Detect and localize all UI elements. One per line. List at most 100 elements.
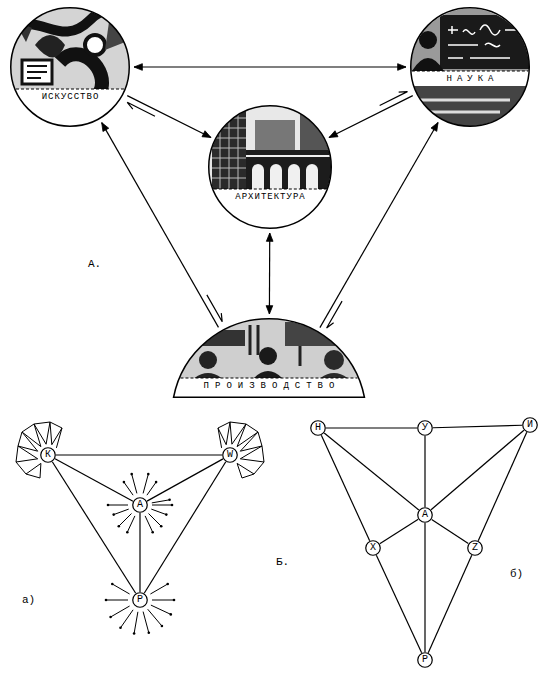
vertex-circle: Х: [365, 540, 381, 556]
connector-line: [320, 122, 438, 327]
connector: [147, 459, 223, 501]
field-circle: АРХИТЕКТУРА: [208, 105, 332, 229]
vertex-letter: Р: [137, 594, 143, 606]
arrow-head: [102, 123, 109, 132]
connector: [102, 123, 223, 328]
outline-circle: [366, 541, 381, 556]
harpoon-arrow: [207, 295, 222, 322]
connector: [432, 519, 469, 543]
vertex-circle: W: [222, 447, 238, 463]
connector: [266, 233, 273, 314]
figure-label: Б.: [276, 556, 289, 569]
connector-line: [326, 427, 417, 428]
connector: [425, 436, 426, 507]
vertex-circle: Н: [310, 420, 326, 436]
harpoon-arrow: [127, 102, 155, 116]
vertex-letter: А: [137, 499, 143, 511]
band-line: [214, 189, 326, 190]
vertex-letter: А: [422, 509, 428, 521]
ray-dots: [105, 473, 176, 635]
connector-line: [56, 454, 222, 455]
connector: [127, 96, 211, 138]
connector-line: [428, 555, 471, 652]
field-label: НАУКА: [441, 74, 498, 84]
field-label: АРХИТЕКТУРА: [234, 192, 305, 202]
arrow-head: [134, 64, 142, 71]
connector: [144, 462, 226, 593]
radiating-lines: [106, 474, 174, 633]
outline-circle: [411, 8, 530, 127]
vertex-circle: У: [417, 420, 433, 436]
connector-line: [424, 436, 425, 507]
outline-circle: [418, 653, 433, 668]
field-label: ПРОИЗВОДСТВО: [198, 381, 341, 391]
connector: [55, 459, 133, 501]
field-circle: НАУКА: [410, 7, 530, 127]
vertex-letter: И: [527, 419, 533, 431]
connector-line: [102, 123, 219, 328]
harpoon-arrow: [327, 301, 342, 328]
vertex-circle: И: [522, 417, 538, 433]
figure-label: б): [510, 568, 523, 581]
outline-circle: [133, 593, 148, 608]
outline-circle: [209, 106, 332, 229]
vertex-circle: А: [417, 507, 433, 523]
outline-circle: [418, 421, 433, 436]
outline-circle: [11, 8, 130, 127]
vertex-letter: К: [45, 449, 51, 461]
connector: [431, 430, 524, 510]
connector-line: [52, 462, 135, 593]
vertex-circle: Р: [132, 592, 148, 608]
connector: [320, 122, 438, 328]
connector-line: [127, 96, 211, 138]
arrow-head: [266, 306, 273, 314]
connector-line: [134, 66, 406, 67]
outline-circle: [223, 448, 238, 463]
connector-line: [433, 425, 522, 428]
outline-dome: [174, 319, 365, 398]
vertex-letter: W: [227, 449, 233, 461]
field-outline: [410, 7, 530, 127]
connector-line: [424, 523, 425, 652]
facet-cluster: [16, 422, 264, 478]
science-photo: [405, 0, 540, 136]
vertex-letter: Х: [370, 542, 376, 554]
connector-line: [144, 462, 226, 593]
arrow-head: [398, 64, 406, 71]
art-photo: [0, 0, 140, 100]
connector-line: [324, 433, 419, 510]
outline-circle: [311, 421, 326, 436]
band-line: [180, 378, 357, 379]
connector-line: [376, 555, 421, 652]
vertex-letter: Р: [422, 654, 428, 666]
outline-circle: [41, 448, 56, 463]
connector: [134, 64, 406, 71]
connector-line: [329, 96, 413, 138]
band-line: [412, 71, 528, 72]
connector: [380, 519, 418, 543]
connector: [433, 425, 522, 428]
figure-label: А.: [88, 258, 101, 271]
connector: [52, 462, 135, 593]
connector: [428, 555, 471, 652]
figure-label: а): [22, 594, 35, 607]
outline-circle: [418, 508, 433, 523]
arrow-head: [329, 131, 338, 138]
connector-line: [269, 233, 271, 314]
connector-line: [55, 459, 133, 501]
band-line: [16, 89, 124, 90]
harpoon-arrow: [380, 92, 408, 106]
base-segment: ПРОИЗВОДСТВО: [171, 318, 367, 398]
connector: [376, 555, 421, 652]
outline-circle: [468, 541, 483, 556]
outline-circle: [133, 498, 148, 513]
field-label: ИСКУССТВО: [41, 92, 100, 102]
connector: [56, 455, 222, 456]
outline-circle: [523, 418, 538, 433]
field-outline: [208, 105, 332, 229]
vertex-circle: А: [132, 497, 148, 513]
vertex-letter: У: [422, 422, 428, 434]
vertex-circle: Р: [417, 652, 433, 668]
field-outline: [10, 7, 130, 127]
connector: [324, 433, 419, 510]
